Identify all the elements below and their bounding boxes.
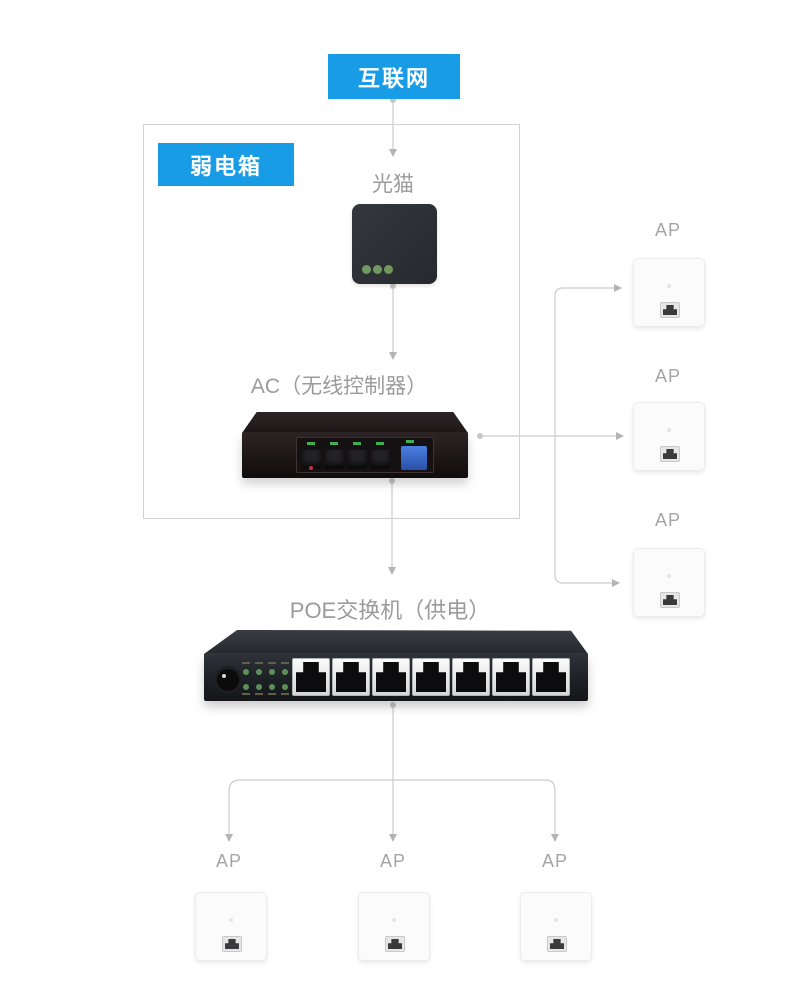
poe-switch-label: POE交换机（供电） (289, 598, 491, 623)
rj45-port-icon (372, 658, 410, 696)
power-jack (214, 666, 242, 694)
ap-label: AP (654, 510, 681, 530)
led-indicator (243, 684, 249, 690)
port-panel (296, 437, 434, 473)
rj45-port-icon (371, 442, 390, 469)
rj45-port-icon (660, 592, 680, 608)
rj45-port-icon (292, 658, 330, 696)
ap-device (520, 892, 592, 961)
led-panel (242, 662, 295, 695)
ac-controller-label: AC（无线控制器） (250, 375, 428, 398)
rj45-port-icon (325, 442, 344, 469)
led-indicator (256, 669, 262, 675)
ap-label: AP (379, 851, 406, 871)
rj45-port-icon (660, 302, 680, 318)
rj45-port-icon (332, 658, 370, 696)
internet-tag: 互联网 (328, 54, 460, 99)
device-top-face (242, 412, 468, 433)
wan-port-icon (401, 440, 427, 470)
modem-label: 光猫 (372, 173, 414, 196)
ap-label: AP (215, 851, 242, 871)
weak-current-box-tag: 弱电箱 (158, 143, 294, 186)
rj45-port-icon (412, 658, 450, 696)
led-indicator (243, 669, 249, 675)
ap-device (358, 892, 430, 961)
led-indicator (282, 669, 288, 675)
connector-branch-to-ap1 (554, 284, 622, 436)
ac-controller-device (242, 412, 468, 478)
rj45-port-icon (222, 936, 242, 952)
led-indicator (282, 684, 288, 690)
connector-poe-to-apb3 (393, 779, 559, 842)
poe-switch-device (204, 630, 588, 704)
led-indicator (256, 684, 262, 690)
rj45-port-icon (492, 658, 530, 696)
rj45-port-icon (452, 658, 490, 696)
ap-label: AP (654, 366, 681, 386)
rj45-port-icon (385, 936, 405, 952)
ap-device (633, 548, 705, 617)
rj45-port-icon (547, 936, 567, 952)
ap-label: AP (541, 851, 568, 871)
rj45-port-icon (532, 658, 570, 696)
weak-current-box-outline (143, 124, 520, 519)
led-indicator (269, 669, 275, 675)
ap-device (195, 892, 267, 961)
optical-modem-device (352, 204, 437, 284)
connector-poe-to-apb1 (225, 779, 393, 842)
led-indicator (373, 265, 382, 274)
rj45-port-icon (348, 442, 367, 469)
power-led-indicator (309, 466, 313, 470)
led-indicator (269, 684, 275, 690)
led-indicator (362, 265, 371, 274)
rj45-port-icon (302, 442, 321, 469)
connector-branch-to-ap3 (554, 436, 620, 587)
ap-device (633, 402, 705, 471)
device-top-face (204, 630, 588, 654)
rj45-port-icon (660, 446, 680, 462)
device-front-face (242, 432, 468, 478)
ap-device (633, 258, 705, 327)
led-indicator (384, 265, 393, 274)
ap-label: AP (654, 220, 681, 240)
device-front-face (204, 653, 588, 701)
